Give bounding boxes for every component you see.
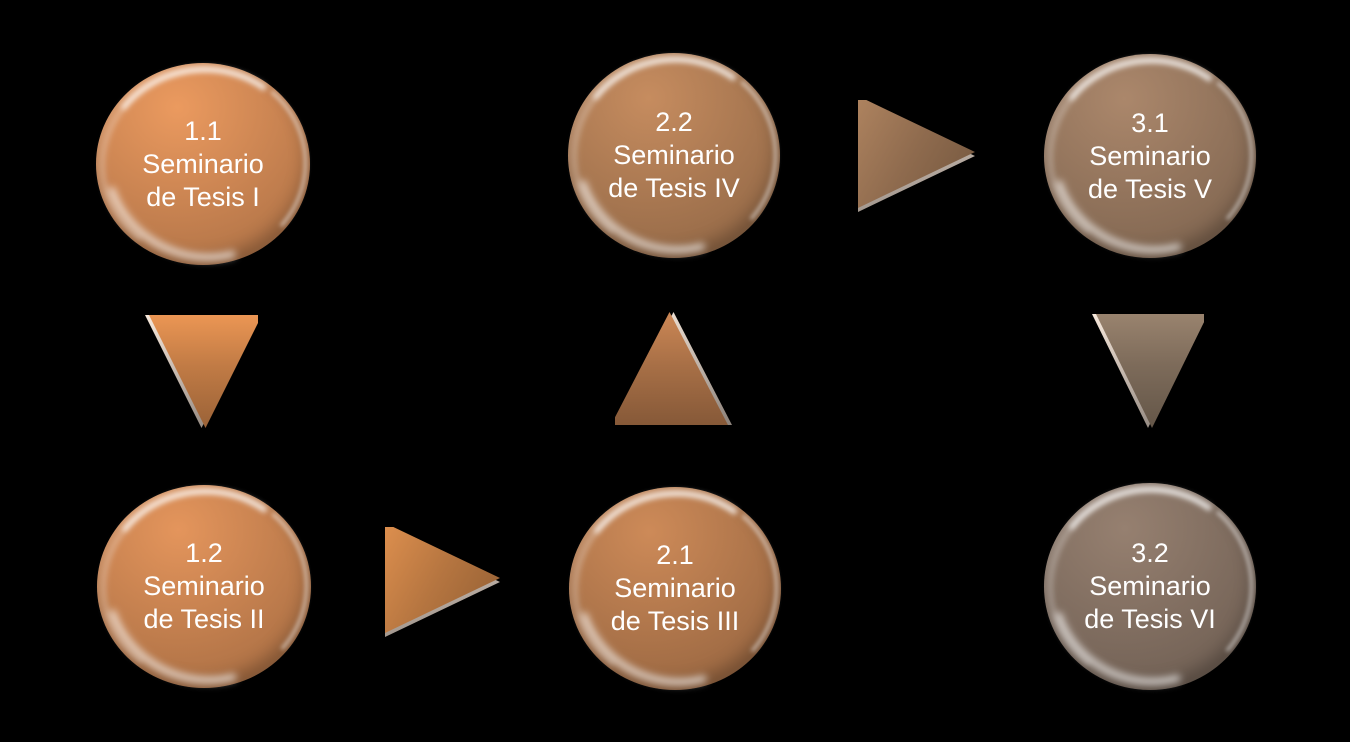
node-number: 3.1 bbox=[1131, 107, 1169, 138]
node-title-line2: de Tesis IV bbox=[608, 173, 740, 203]
node-seminario-de-tesis-ii: 1.2 Seminario de Tesis II bbox=[93, 480, 315, 693]
arrow-body bbox=[385, 527, 500, 633]
node-seminario-de-tesis-iv: 2.2 Seminario de Tesis IV bbox=[564, 49, 784, 262]
node-label: 1.2 Seminario de Tesis II bbox=[143, 537, 265, 636]
arrow-body bbox=[149, 315, 258, 428]
node-title-line1: Seminario bbox=[614, 573, 736, 603]
arrow-body bbox=[858, 100, 975, 208]
node-title-line1: Seminario bbox=[143, 571, 265, 601]
flow-arrow-right-icon bbox=[858, 100, 975, 212]
node-label: 3.2 Seminario de Tesis VI bbox=[1084, 537, 1216, 636]
node-number: 3.2 bbox=[1131, 538, 1169, 568]
node-label: 2.2 Seminario de Tesis IV bbox=[608, 106, 740, 205]
node-label: 2.1 Seminario de Tesis III bbox=[611, 539, 740, 638]
node-seminario-de-tesis-vi: 3.2 Seminario de Tesis VI bbox=[1040, 479, 1260, 694]
node-title-line2: de Tesis II bbox=[143, 604, 265, 634]
node-number: 1.1 bbox=[184, 115, 222, 146]
node-title-line1: Seminario bbox=[142, 148, 264, 179]
arrow-body bbox=[1096, 314, 1204, 428]
node-number: 2.1 bbox=[656, 540, 694, 570]
node-title-line2: de Tesis III bbox=[610, 606, 740, 636]
flow-arrow-down-icon bbox=[145, 315, 258, 428]
flow-arrow-down-icon bbox=[1092, 314, 1204, 428]
node-title-line1: Seminario bbox=[1089, 140, 1211, 171]
node-seminario-de-tesis-i: 1.1 Seminario de Tesis I bbox=[92, 58, 314, 270]
node-label: 1.1 Seminario de Tesis I bbox=[142, 115, 264, 214]
node-label: 3.1 Seminario de Tesis V bbox=[1088, 107, 1212, 206]
flow-arrow-right-icon bbox=[385, 527, 500, 637]
node-title-line2: de Tesis VI bbox=[1084, 604, 1216, 634]
node-title-line1: Seminario bbox=[1089, 571, 1211, 601]
node-seminario-de-tesis-v: 3.1 Seminario de Tesis V bbox=[1040, 50, 1260, 262]
node-seminario-de-tesis-iii: 2.1 Seminario de Tesis III bbox=[565, 483, 785, 694]
node-title-line1: Seminario bbox=[613, 140, 735, 170]
flow-arrow-up-icon bbox=[615, 312, 732, 425]
node-title-line2: de Tesis V bbox=[1087, 173, 1213, 204]
arrow-body bbox=[615, 312, 728, 425]
node-number: 2.2 bbox=[655, 107, 693, 137]
node-title-line2: de Tesis I bbox=[146, 181, 260, 212]
node-number: 1.2 bbox=[185, 538, 223, 568]
